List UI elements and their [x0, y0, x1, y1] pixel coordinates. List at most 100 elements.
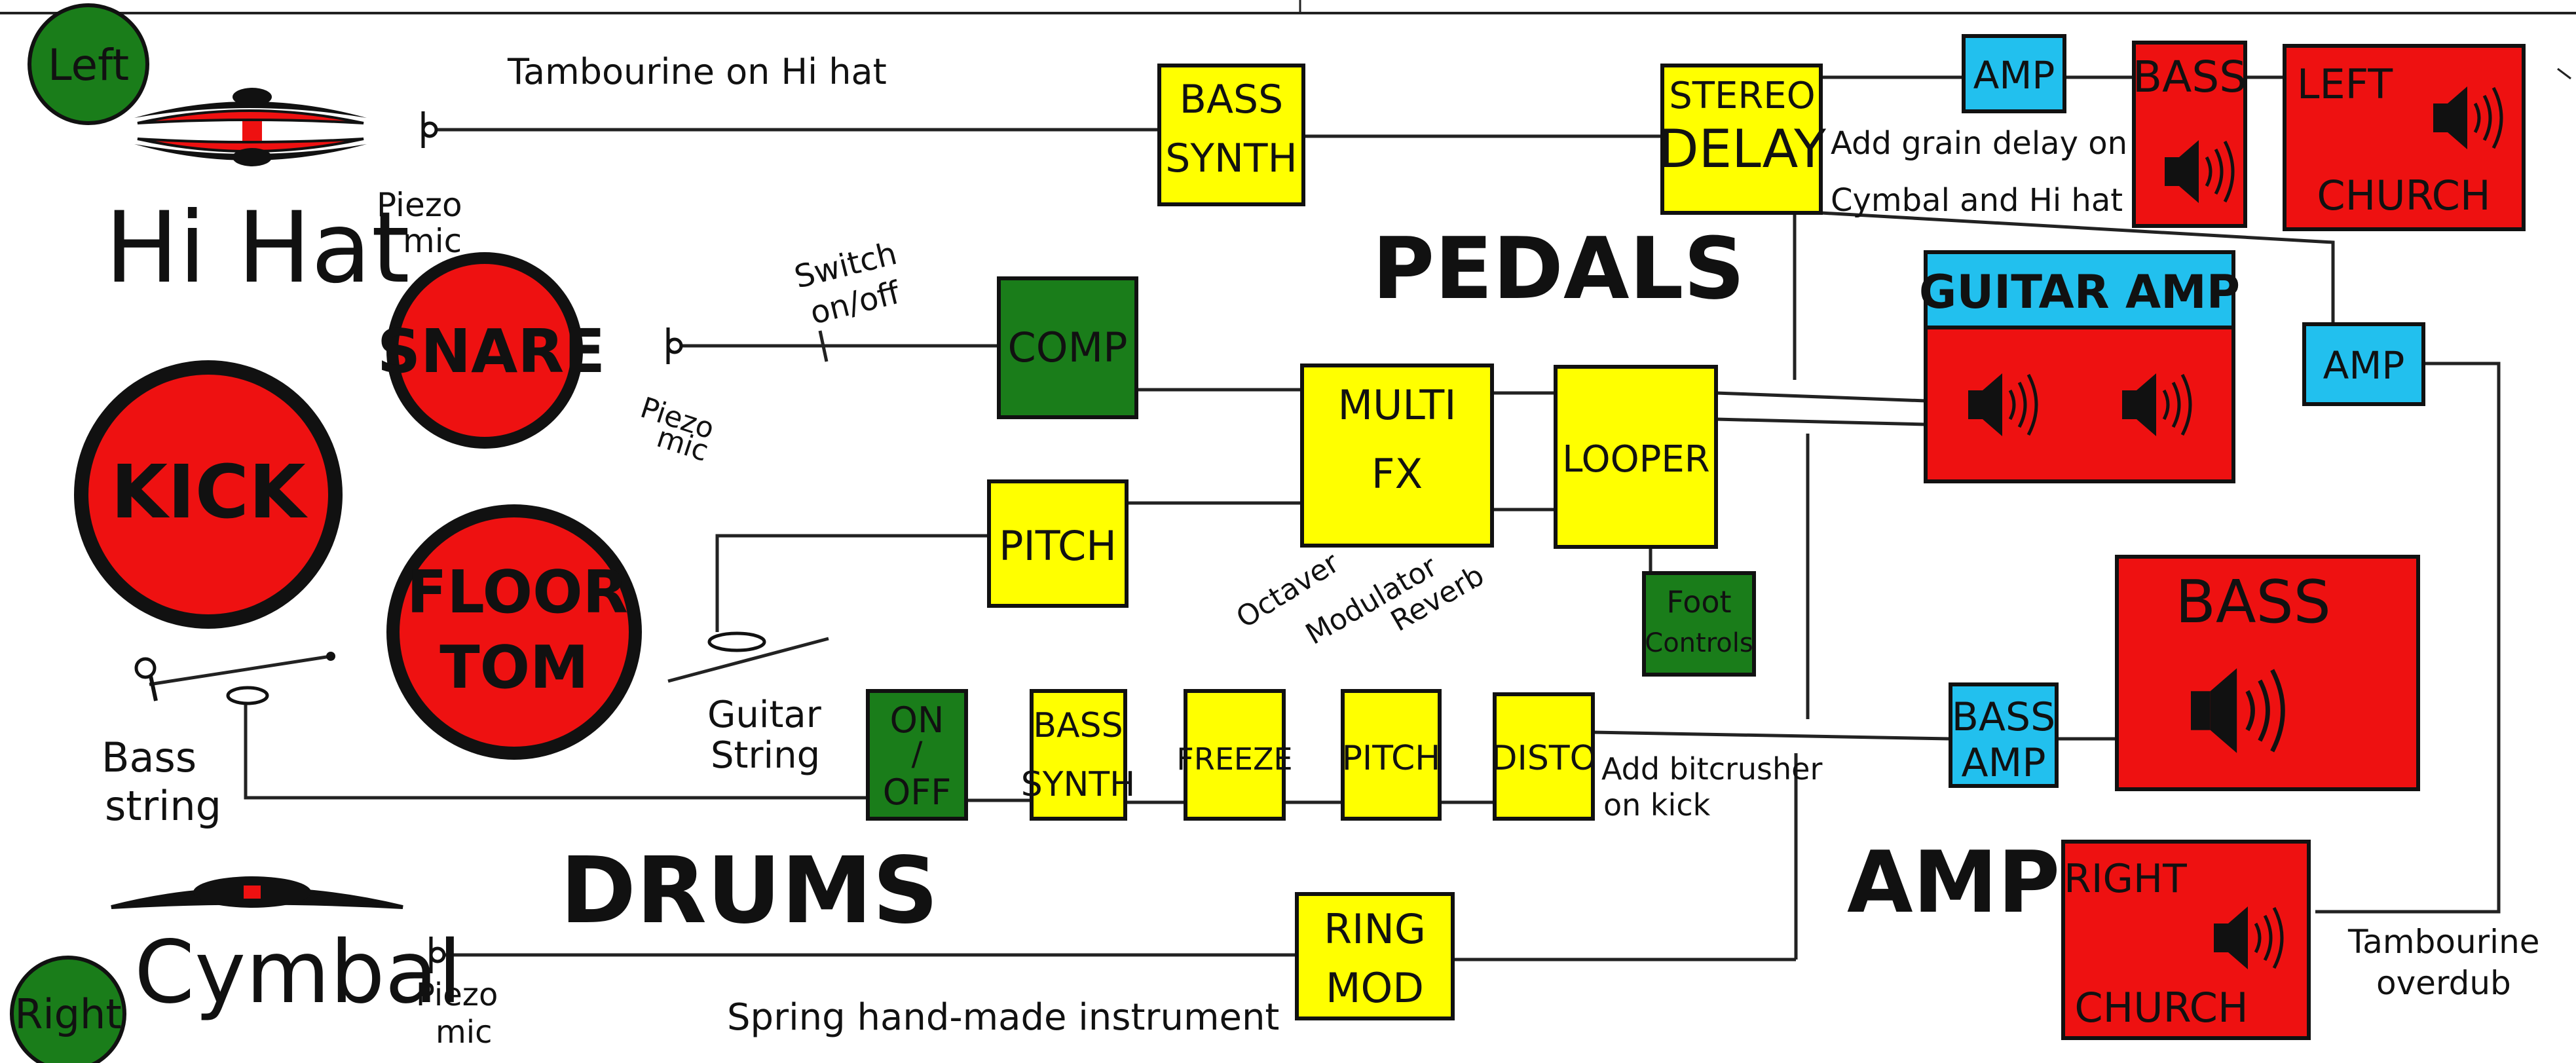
- left-church-line1: LEFT: [2297, 60, 2393, 108]
- guitar-amp: GUITAR AMP: [1919, 250, 2240, 483]
- bass-synth-bottom-pedal: BASS SYNTH: [1021, 689, 1136, 821]
- stereo-delay-line1: STEREO: [1669, 75, 1816, 117]
- bass-string-end: [326, 652, 335, 661]
- stereo-delay-pedal: STEREO DELAY: [1658, 64, 1827, 215]
- multi-fx-pedal: MULTI FX: [1300, 364, 1494, 548]
- looper-label: LOOPER: [1562, 438, 1709, 481]
- jack-input-icon: [429, 937, 446, 973]
- jack-input-icon: [421, 111, 438, 148]
- bass-amp-line1: BASS: [1952, 694, 2055, 740]
- ring-mod-line1: RING: [1324, 905, 1426, 953]
- amp-mid-label: AMP: [2323, 343, 2405, 388]
- bitcrusher-line2: on kick: [1603, 787, 1711, 823]
- on-off-switch: ON / OFF: [866, 689, 968, 821]
- left-church-cabinet: LEFT CHURCH: [2283, 44, 2526, 231]
- bass-amp-line2: AMP: [1962, 740, 2046, 786]
- freeze-label: FREEZE: [1176, 741, 1292, 777]
- bass-top-label: BASS: [2133, 52, 2247, 102]
- snare-drum: SNARE: [377, 252, 605, 449]
- pedals-title: PEDALS: [1372, 219, 1745, 318]
- pitch-top-label: PITCH: [999, 522, 1117, 570]
- on-off-line3: OFF: [883, 772, 952, 813]
- pitch-bottom-pedal: PITCH: [1341, 689, 1442, 821]
- foot-controls: Foot Controls: [1642, 571, 1756, 677]
- on-off-line1: ON: [890, 699, 944, 741]
- floor-tom-label-line1: FLOOR: [407, 558, 628, 627]
- ring-mod-line2: MOD: [1326, 964, 1424, 1012]
- tambourine-on-hihat-note: Tambourine on Hi hat: [507, 51, 887, 92]
- drums-title: DRUMS: [560, 838, 939, 944]
- spring-note: Spring hand-made instrument: [727, 996, 1279, 1039]
- signal-lines: [134, 75, 2501, 973]
- guitar-pickup: [707, 631, 766, 652]
- tambourine-overdub-line2: overdub: [2376, 964, 2511, 1002]
- bass-synth-bottom-line1: BASS: [1033, 706, 1123, 745]
- piezo-hihat-line2: mic: [403, 222, 462, 260]
- guitar-amp-label: GUITAR AMP: [1919, 265, 2240, 319]
- bass-string: [149, 654, 331, 686]
- jack-input-icon: [666, 327, 683, 364]
- amp-mid: AMP: [2302, 322, 2425, 406]
- left-badge-label: Left: [48, 40, 129, 90]
- comp-label: COMP: [1008, 324, 1128, 371]
- bass-synth-top-line1: BASS: [1180, 77, 1283, 122]
- left-badge: Left: [28, 3, 149, 125]
- amp-top: AMP: [1962, 34, 2066, 113]
- line-looper-guitar-amp-1: [1715, 391, 1926, 403]
- bass-amp: BASS AMP: [1949, 682, 2059, 788]
- bass-string-line1: Bass: [102, 734, 196, 781]
- pitch-bottom-label: PITCH: [1342, 739, 1441, 778]
- bass-synth-bottom-line2: SYNTH: [1021, 765, 1136, 804]
- kick-drum: KICK: [74, 360, 343, 629]
- hihat-label: Hi Hat: [105, 191, 410, 305]
- bass-top-cabinet: BASS: [2132, 41, 2247, 228]
- guitar-string-line2: String: [711, 734, 820, 777]
- left-church-line2: CHURCH: [2317, 172, 2490, 219]
- grain-delay-line2: Cymbal and Hi hat: [1831, 182, 2123, 219]
- right-church-cabinet: RIGHT CHURCH: [2061, 840, 2311, 1040]
- hihat-drawing: [134, 88, 367, 166]
- snare-label: SNARE: [377, 316, 605, 386]
- piezo-hihat-line1: Piezo: [377, 186, 462, 224]
- line-guitar-string-pitch: [715, 534, 989, 632]
- piezo-cymbal-line2: mic: [436, 1014, 492, 1051]
- foot-controls-line1: Foot: [1666, 584, 1731, 620]
- bass-pickup: [226, 686, 269, 705]
- guitar-string: [667, 637, 829, 683]
- switch-mark: [818, 330, 829, 362]
- grain-delay-line1: Add grain delay on: [1831, 125, 2127, 162]
- cymbal-label: Cymbal: [134, 922, 462, 1023]
- guitar-string-line1: Guitar: [707, 694, 822, 736]
- line-looper-guitar-amp-2: [1715, 417, 1926, 426]
- pitch-top-pedal: PITCH: [987, 479, 1129, 608]
- kick-label: KICK: [111, 450, 308, 535]
- ring-mod-pedal: RING MOD: [1295, 892, 1455, 1020]
- bass-tuning-peg: [134, 657, 158, 701]
- right-church-line2: CHURCH: [2074, 984, 2248, 1032]
- line-amp-mid-right-church: [2315, 362, 2501, 914]
- line-bass-string-chain: [244, 698, 868, 800]
- bass-string-line2: string: [105, 782, 221, 830]
- tambourine-overdub-line1: Tambourine: [2347, 923, 2540, 961]
- disto-pedal: DISTO: [1491, 692, 1597, 821]
- freeze-pedal: FREEZE: [1176, 689, 1293, 821]
- bass-big-cabinet: BASS: [2115, 555, 2420, 791]
- floor-tom-drum: FLOOR TOM: [386, 504, 642, 760]
- looper-pedal: LOOPER: [1554, 365, 1718, 549]
- floor-tom-label-line2: TOM: [439, 633, 588, 702]
- bass-synth-top-pedal: BASS SYNTH: [1157, 64, 1305, 206]
- disto-label: DISTO: [1491, 739, 1596, 778]
- bitcrusher-line1: Add bitcrusher: [1601, 751, 1822, 787]
- stereo-delay-line2: DELAY: [1658, 119, 1827, 179]
- line-delay-amp-mid: [1820, 211, 2335, 324]
- line-disto-bass-amp: [1592, 730, 1951, 741]
- multi-fx-line1: MULTI: [1337, 381, 1456, 429]
- bass-synth-top-line2: SYNTH: [1165, 136, 1297, 181]
- cymbal-drawing: [111, 876, 403, 909]
- right-badge-label: Right: [14, 990, 121, 1038]
- right-church-line1: RIGHT: [2064, 856, 2187, 902]
- comp-pedal: COMP: [997, 276, 1138, 419]
- multi-fx-line2: FX: [1372, 450, 1423, 498]
